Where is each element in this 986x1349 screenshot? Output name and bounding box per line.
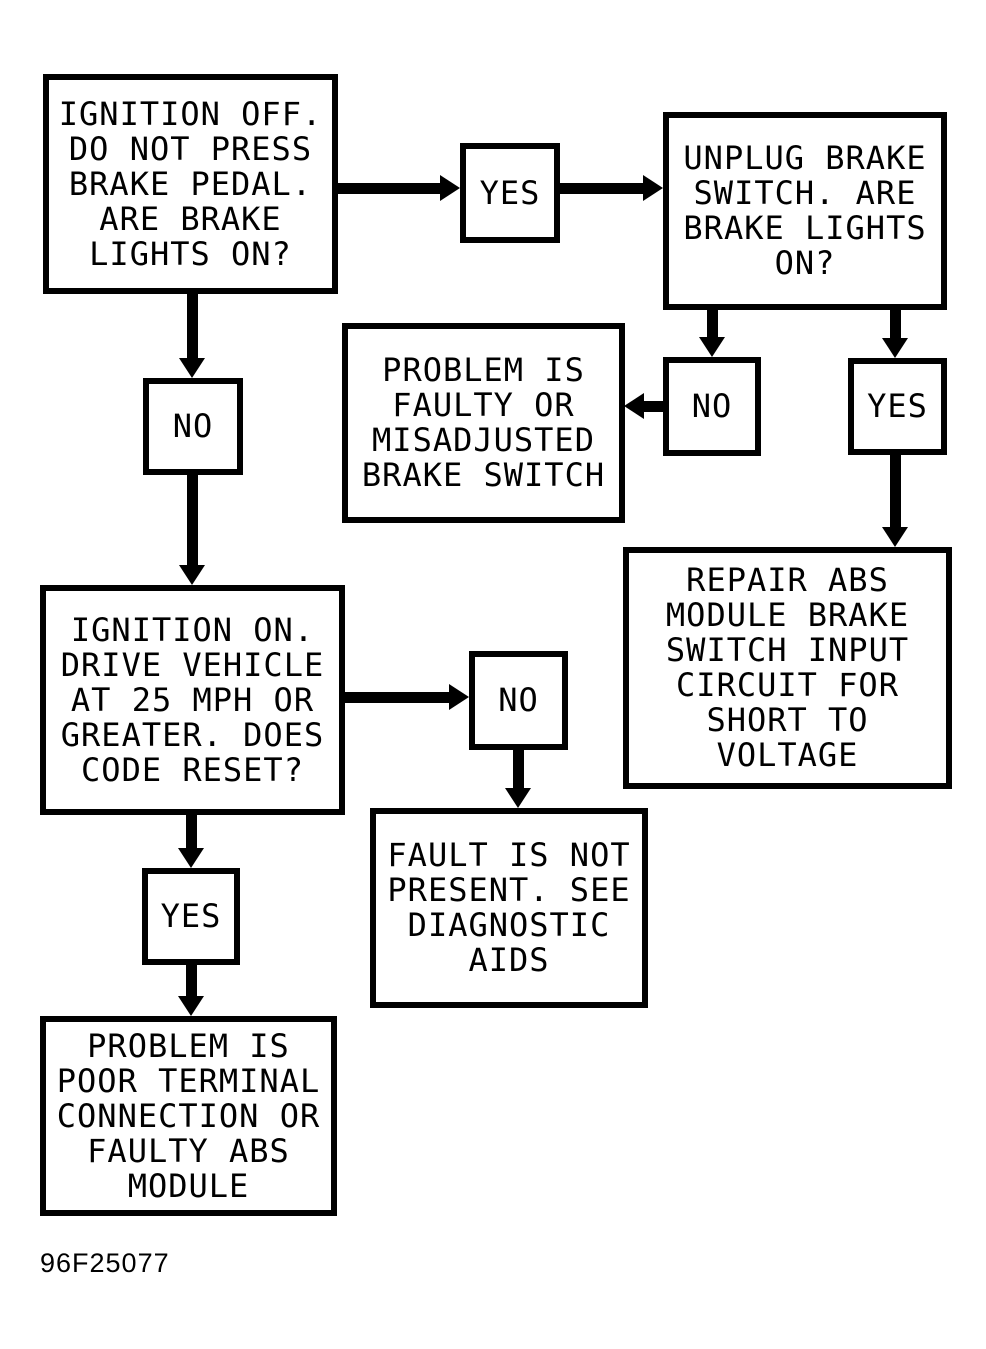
flowchart-box-no-left: NO (143, 378, 243, 475)
flowchart-box-text: REPAIR ABS MODULE BRAKE SWITCH INPUT CIR… (665, 561, 910, 774)
flowchart-box-ignition-on: IGNITION ON. DRIVE VEHICLE AT 25 MPH OR … (40, 585, 345, 815)
arrow-head (449, 684, 469, 710)
flowchart-box-text: YES (479, 173, 541, 212)
flowchart-box-fault-not-present: FAULT IS NOT PRESENT. SEE DIAGNOSTIC AID… (370, 808, 648, 1008)
arrow-head (179, 565, 205, 585)
flowchart-box-yes-3: YES (142, 868, 240, 965)
arrow-head (624, 393, 644, 419)
arrow-shaft (890, 309, 901, 338)
arrow-head (440, 175, 460, 201)
flowchart-box-text: IGNITION OFF. DO NOT PRESS BRAKE PEDAL. … (58, 94, 323, 273)
flowchart-box-text: PROBLEM IS POOR TERMINAL CONNECTION OR F… (56, 1026, 321, 1205)
arrow-head (178, 996, 204, 1016)
arrow-shaft (345, 692, 449, 703)
arrow-head (178, 848, 204, 868)
flowchart-box-text: UNPLUG BRAKE SWITCH. ARE BRAKE LIGHTS ON… (683, 139, 927, 282)
flowchart-box-ignition-off: IGNITION OFF. DO NOT PRESS BRAKE PEDAL. … (43, 74, 338, 294)
flowchart-box-repair-abs-module: REPAIR ABS MODULE BRAKE SWITCH INPUT CIR… (623, 547, 952, 789)
arrow-shaft (890, 455, 901, 527)
arrow-shaft (644, 401, 663, 412)
arrow-head (882, 338, 908, 358)
flowchart-box-unplug-brake-switch: UNPLUG BRAKE SWITCH. ARE BRAKE LIGHTS ON… (663, 112, 947, 310)
flowchart-box-text: NO (498, 681, 539, 719)
arrow-shaft (338, 183, 440, 194)
arrow-head (699, 337, 725, 357)
arrow-head (505, 788, 531, 808)
arrow-shaft (187, 475, 198, 565)
arrow-shaft (186, 815, 197, 848)
flowchart-box-text: NO (172, 407, 214, 445)
flowchart-box-problem-terminal: PROBLEM IS POOR TERMINAL CONNECTION OR F… (40, 1016, 337, 1216)
flowchart-box-text: NO (691, 387, 733, 425)
flowchart-box-text: YES (160, 897, 222, 935)
arrow-head (179, 358, 205, 378)
arrow-shaft (560, 183, 643, 194)
arrow-head (882, 527, 908, 547)
arrow-head (643, 175, 663, 201)
flowchart-box-text: PROBLEM IS FAULTY OR MISADJUSTED BRAKE S… (361, 351, 606, 494)
arrow-shaft (186, 965, 197, 996)
arrow-shaft (187, 294, 198, 358)
flowchart-box-no-3: NO (469, 651, 568, 750)
flowchart-box-no-1: NO (663, 357, 761, 456)
flowchart-box-text: IGNITION ON. DRIVE VEHICLE AT 25 MPH OR … (60, 610, 325, 789)
figure-code-label: 96F25077 (40, 1248, 170, 1278)
arrow-shaft (707, 309, 718, 337)
arrow-shaft (513, 750, 524, 788)
flowchart-box-yes-2: YES (848, 358, 947, 455)
flowchart-box-yes-1: YES (460, 143, 560, 243)
flowchart-box-text: YES (867, 387, 928, 425)
flowchart-box-text: FAULT IS NOT PRESENT. SEE DIAGNOSTIC AID… (387, 836, 631, 979)
flowchart-box-problem-faulty-switch: PROBLEM IS FAULTY OR MISADJUSTED BRAKE S… (342, 323, 625, 523)
